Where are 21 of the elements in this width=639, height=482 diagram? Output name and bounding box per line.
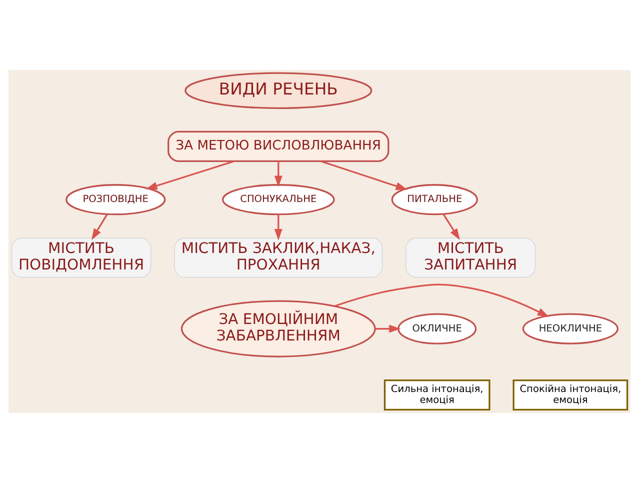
- arrow: [274, 160, 282, 187]
- node-box: МІСТИТЬ ЗАПИТАННЯ: [406, 237, 536, 278]
- node-box: МІСТИТЬ ПОВІДОМЛЕННЯ: [11, 237, 152, 278]
- node-ellipse: НЕОКЛИЧНЕ: [522, 312, 618, 344]
- arrow: [442, 213, 460, 240]
- node-ellipse: ВИДИ РЕЧЕНЬ: [184, 72, 372, 108]
- arrow: [146, 160, 235, 190]
- node-box: Сильна інтонація, емоція: [384, 378, 490, 410]
- node-ellipse: СПОНУКАЛЬНЕ: [222, 184, 335, 215]
- arrow: [320, 160, 408, 190]
- node-box: Спокійна інтонація, емоція: [512, 378, 628, 410]
- node-ellipse: ЗА ЕМОЦІЙНИМ ЗАБАРВЛЕННЯМ: [180, 300, 376, 357]
- arrow: [375, 324, 401, 332]
- arrow: [274, 214, 282, 240]
- node-ellipse: РОЗПОВІДНЕ: [66, 184, 166, 215]
- arrow: [334, 283, 550, 316]
- node-box: ЗА МЕТОЮ ВИСЛОВЛЮВАННЯ: [168, 130, 390, 162]
- arrow: [91, 213, 108, 240]
- node-ellipse: ОКЛИЧНЕ: [398, 312, 477, 344]
- node-ellipse: ПИТАЛЬНЕ: [391, 184, 478, 215]
- node-box: МІСТИТЬ ЗАКЛИК,НАКАЗ, ПРОХАННЯ: [174, 237, 383, 278]
